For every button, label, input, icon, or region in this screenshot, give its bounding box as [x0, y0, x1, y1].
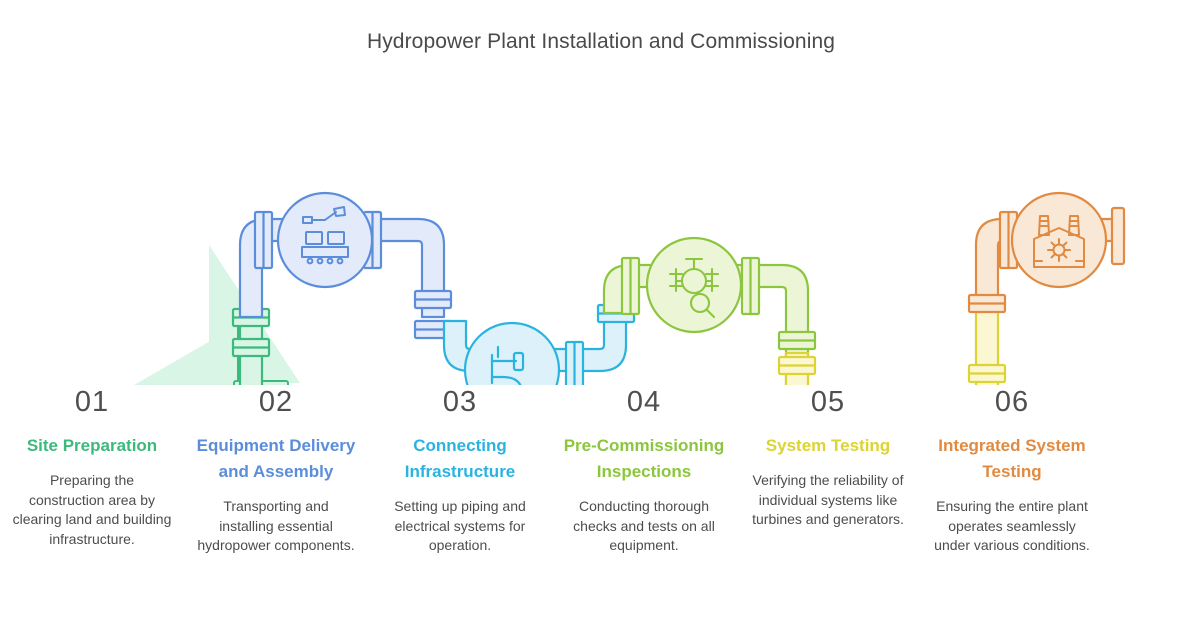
step-description: Transporting and installing essential hy…	[197, 498, 355, 553]
steps-row: 01 Site Preparation Preparing the constr…	[0, 385, 1202, 556]
step-title: System Testing	[765, 436, 891, 455]
step-number: 01	[74, 386, 110, 418]
pipe-end-cap-right	[1110, 206, 1126, 266]
flange-lime-v1	[777, 330, 817, 351]
step-title: Equipment Delivery and Assembly	[196, 436, 356, 481]
flange-blue-v1	[413, 289, 453, 310]
flange-yellow-v-top	[777, 355, 817, 376]
turbine-inspect-icon	[668, 257, 720, 319]
step-title: Site Preparation	[26, 436, 158, 455]
step-title: Connecting Infrastructure	[404, 436, 516, 481]
flange-lime-h2	[740, 256, 761, 316]
icon-node-3[interactable]	[463, 321, 561, 385]
step-number: 03	[442, 386, 478, 418]
flange-orange-v1	[967, 293, 1007, 314]
step-number: 04	[626, 386, 662, 418]
step-title: Integrated System Testing	[938, 436, 1086, 481]
pipeline-diagram	[134, 191, 1126, 385]
icon-node-4[interactable]	[645, 236, 743, 334]
step-description: Ensuring the entire plant operates seaml…	[934, 498, 1090, 553]
conveyor-assembly-icon	[301, 206, 349, 265]
step-number: 02	[258, 386, 294, 418]
step-title: Pre-Commissioning Inspections	[563, 436, 725, 481]
step-column-5: 05 System Testing Verifying the reliabil…	[737, 385, 919, 556]
step-column-2: 02 Equipment Delivery and Assembly Trans…	[185, 385, 367, 556]
icon-node-2[interactable]	[276, 191, 374, 289]
flange-yellow-v2	[967, 363, 1007, 384]
flange-green-v1	[231, 337, 271, 358]
step-description: Conducting thorough checks and tests on …	[573, 498, 715, 553]
pipe-faucet-icon	[490, 345, 525, 385]
flange-cyan-h2	[564, 340, 585, 385]
flange-lime-h1	[620, 256, 641, 316]
page-title: Hydropower Plant Installation and Commis…	[366, 30, 836, 53]
factory-gear-icon	[1033, 215, 1085, 268]
step-column-4: 04 Pre-Commissioning Inspections Conduct…	[553, 385, 735, 556]
step-number: 06	[994, 386, 1030, 418]
step-description: Setting up piping and electrical systems…	[394, 498, 526, 553]
step-column-6: 06 Integrated System Testing Ensuring th…	[921, 385, 1103, 556]
step-column-1: 01 Site Preparation Preparing the constr…	[1, 385, 183, 556]
icon-node-6[interactable]	[1010, 191, 1108, 289]
flange-blue-h1	[253, 210, 274, 270]
pipe-green	[231, 307, 271, 385]
step-column-3: 03 Connecting Infrastructure Setting up …	[369, 385, 551, 556]
step-description: Verifying the reliability of individual …	[752, 472, 904, 527]
step-description: Preparing the construction area by clear…	[12, 472, 172, 547]
step-number: 05	[810, 386, 846, 418]
